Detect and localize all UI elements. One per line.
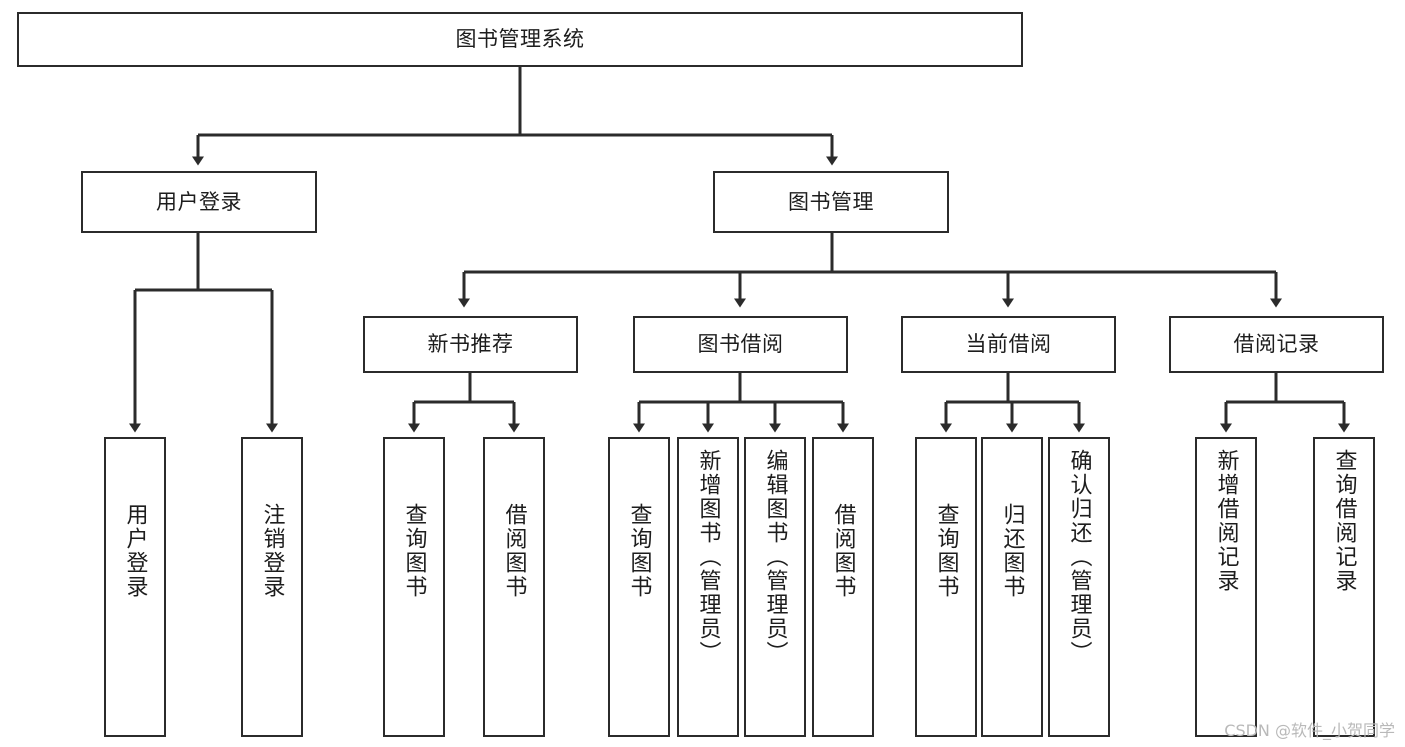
node-label: 编辑图书（管理员） — [762, 449, 788, 665]
node-label: 查询图书 — [626, 503, 652, 599]
node-label: 图书管理 — [788, 189, 874, 214]
node-label: 借阅图书 — [501, 503, 527, 599]
leaf-query-book-current[interactable]: 查询图书 — [915, 437, 977, 737]
node-label: 归还图书 — [999, 503, 1025, 599]
node-user-login[interactable]: 用户登录 — [81, 171, 317, 233]
node-borrow-record[interactable]: 借阅记录 — [1169, 316, 1384, 373]
node-label: 用户登录 — [122, 503, 148, 599]
node-label: 新书推荐 — [427, 332, 514, 357]
node-label: 查询借阅记录 — [1331, 449, 1357, 593]
node-label: 确认归还（管理员） — [1066, 449, 1092, 665]
node-label: 当前借阅 — [965, 332, 1052, 357]
leaf-edit-book-admin[interactable]: 编辑图书（管理员） — [744, 437, 806, 737]
leaf-query-book-borrow[interactable]: 查询图书 — [608, 437, 670, 737]
node-book-borrow[interactable]: 图书借阅 — [633, 316, 848, 373]
node-root-book-management-system[interactable]: 图书管理系统 — [17, 12, 1023, 67]
leaf-query-borrow-record[interactable]: 查询借阅记录 — [1313, 437, 1375, 737]
node-label: 注销登录 — [259, 503, 285, 599]
leaf-add-borrow-record[interactable]: 新增借阅记录 — [1195, 437, 1257, 737]
node-label: 新增借阅记录 — [1213, 449, 1239, 593]
node-label: 新增图书（管理员） — [695, 449, 721, 665]
leaf-borrow-book[interactable]: 借阅图书 — [812, 437, 874, 737]
node-label: 用户登录 — [156, 189, 242, 214]
leaf-user-login[interactable]: 用户登录 — [104, 437, 166, 737]
leaf-return-book[interactable]: 归还图书 — [981, 437, 1043, 737]
node-book-management[interactable]: 图书管理 — [713, 171, 949, 233]
node-current-borrow[interactable]: 当前借阅 — [901, 316, 1116, 373]
csdn-watermark: CSDN @软件_小贺同学 — [1224, 721, 1395, 740]
leaf-borrow-book-recommend[interactable]: 借阅图书 — [483, 437, 545, 737]
node-label: 查询图书 — [401, 503, 427, 599]
node-label: 借阅记录 — [1233, 332, 1320, 357]
leaf-query-book-recommend[interactable]: 查询图书 — [383, 437, 445, 737]
node-label: 图书管理系统 — [455, 27, 585, 52]
node-new-book-recommend[interactable]: 新书推荐 — [363, 316, 578, 373]
leaf-confirm-return-admin[interactable]: 确认归还（管理员） — [1048, 437, 1110, 737]
node-label: 图书借阅 — [697, 332, 784, 357]
leaf-add-book-admin[interactable]: 新增图书（管理员） — [677, 437, 739, 737]
node-label: 借阅图书 — [830, 503, 856, 599]
leaf-logout-login[interactable]: 注销登录 — [241, 437, 303, 737]
node-label: 查询图书 — [933, 503, 959, 599]
